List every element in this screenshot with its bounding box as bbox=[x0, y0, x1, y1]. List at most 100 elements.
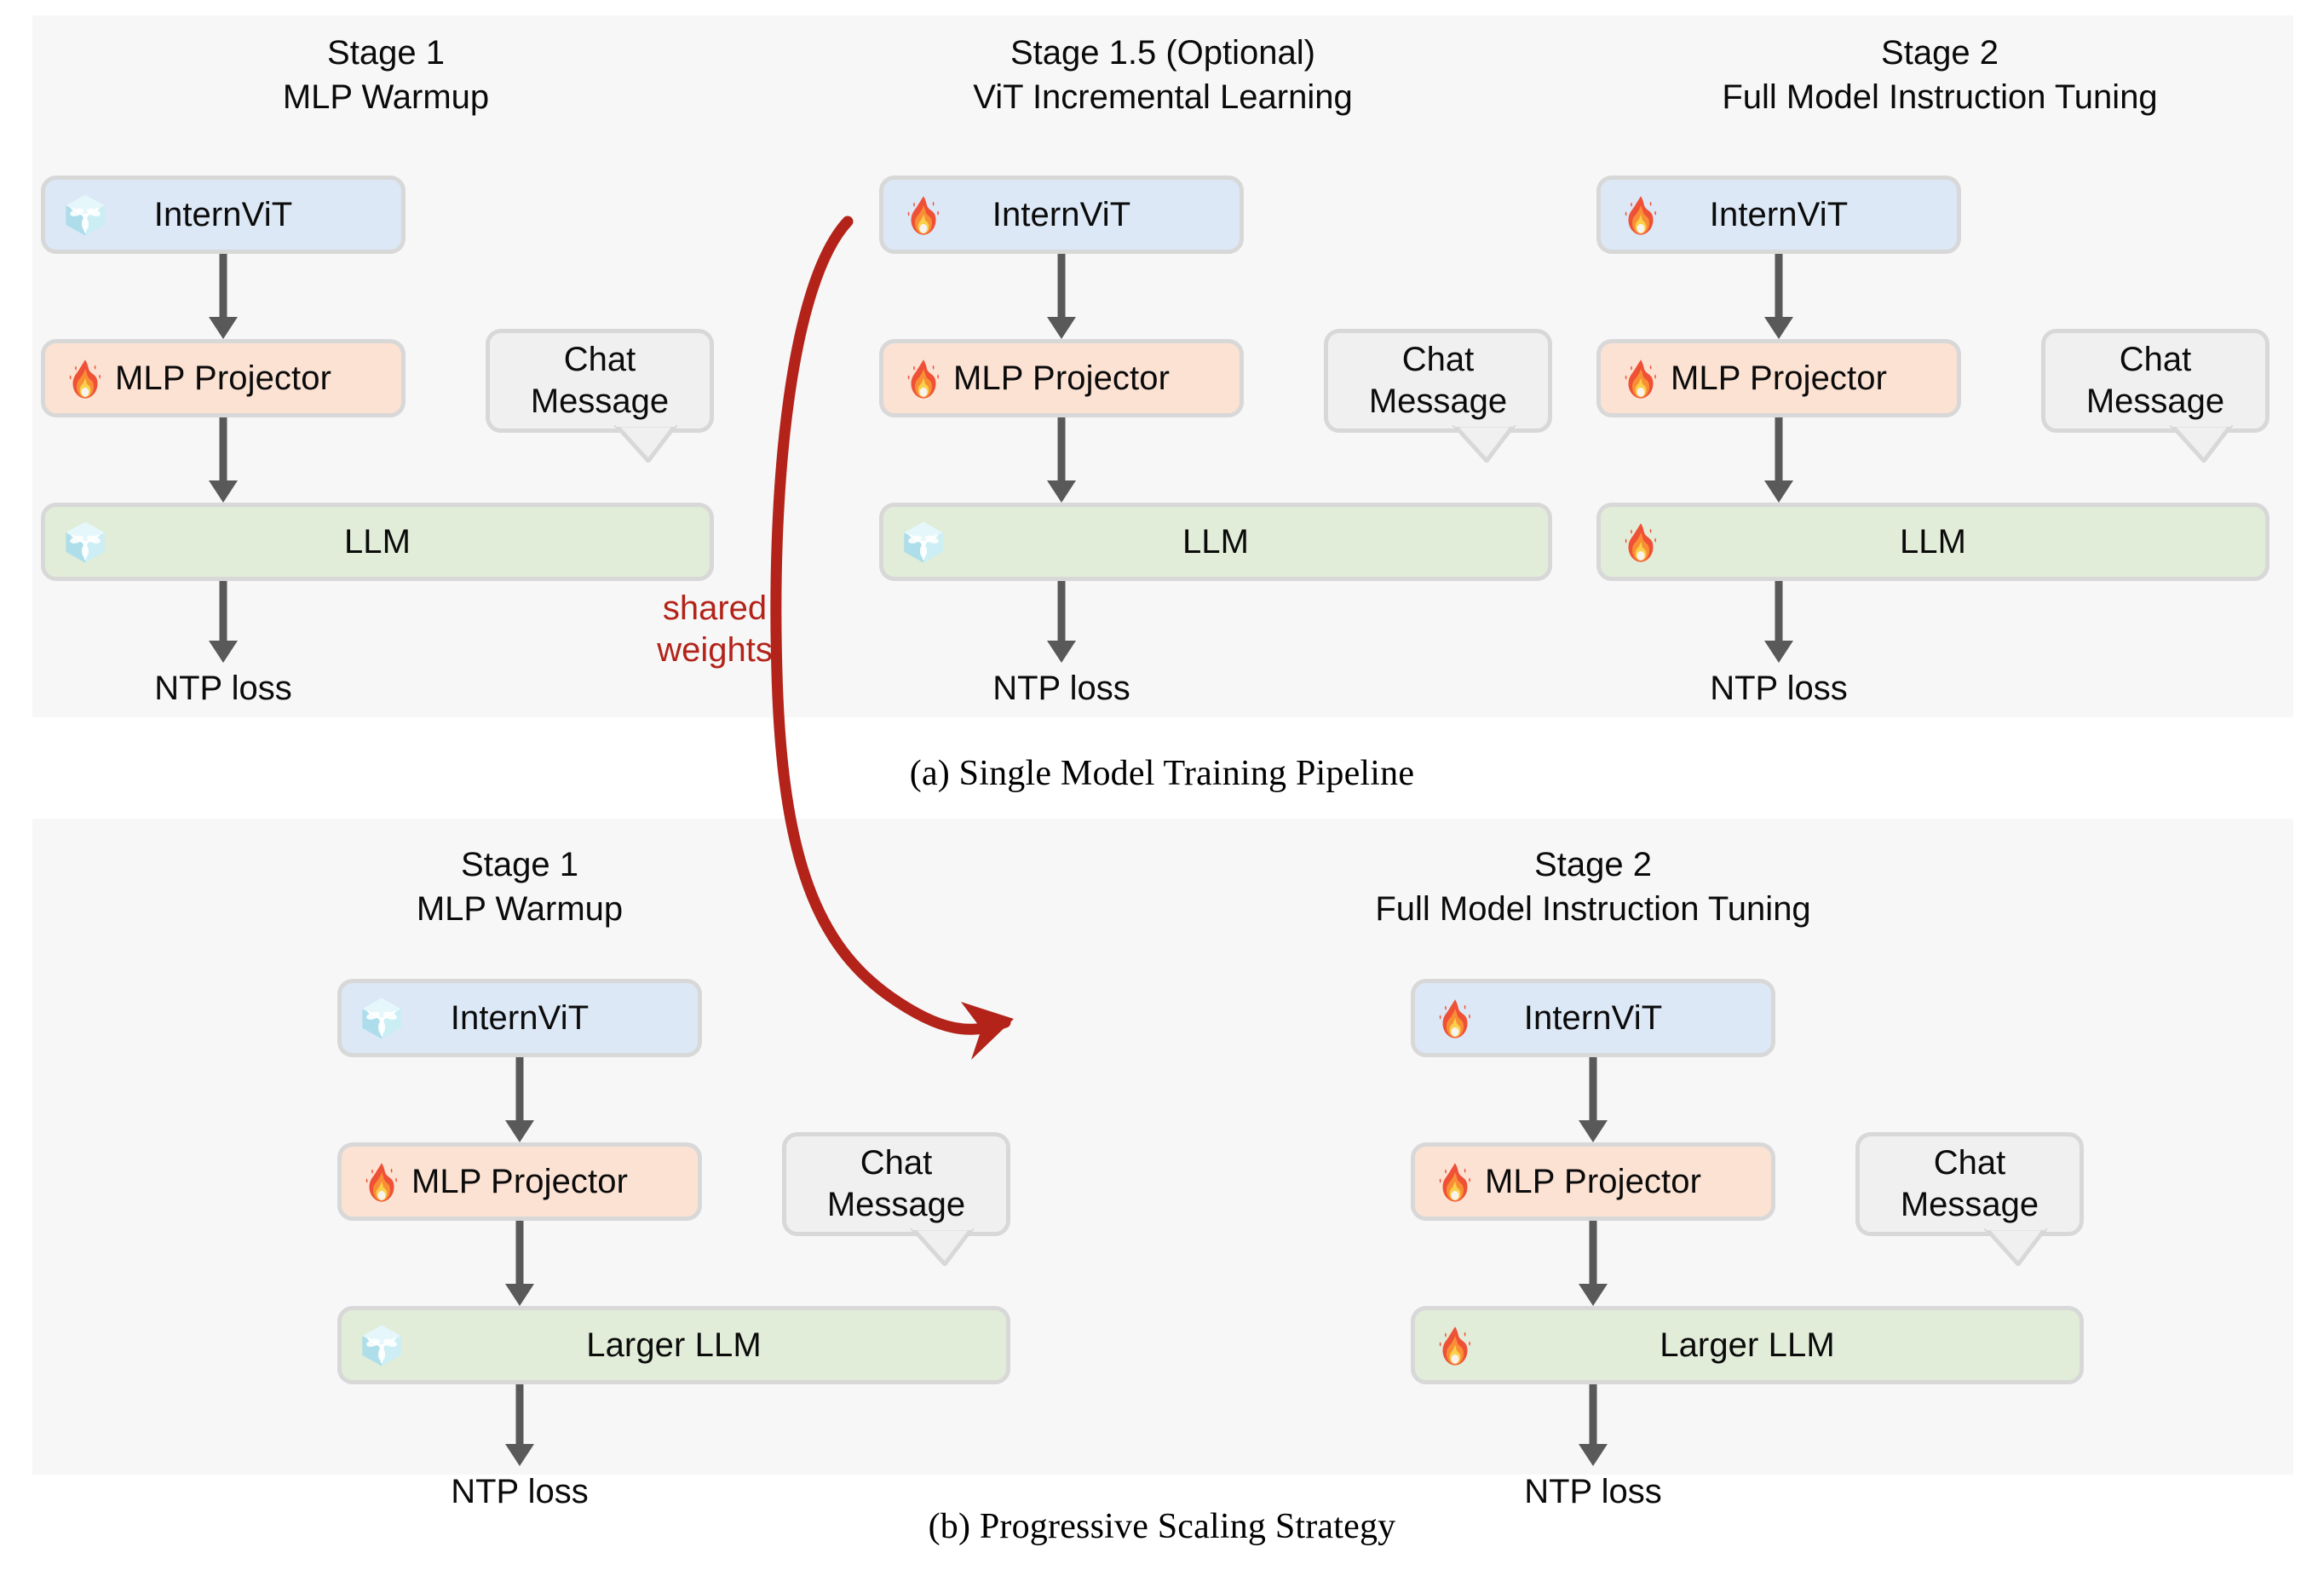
stage-column-b2: Stage 2 Full Model Instruction Tuning In… bbox=[1370, 819, 2084, 1510]
column-title-line2: ViT Incremental Learning bbox=[973, 78, 1353, 116]
chat-line2: Message bbox=[1900, 1186, 2039, 1223]
module-box-internvit[interactable]: InternViT bbox=[1411, 979, 1775, 1057]
fire-icon bbox=[1616, 517, 1665, 567]
fire-icon bbox=[899, 190, 948, 239]
fire-icon bbox=[1430, 1320, 1480, 1370]
chat-message-bubble: Chat Message bbox=[782, 1132, 1010, 1266]
fire-icon bbox=[1616, 190, 1665, 239]
flow-arrow-mlp-to-llm bbox=[1411, 1221, 1775, 1306]
flow-arrow-mlp-to-llm bbox=[337, 1221, 702, 1306]
column-title-line2: MLP Warmup bbox=[282, 78, 490, 116]
column-title-line1: Stage 2 bbox=[1881, 34, 1999, 72]
chat-message-bubble: Chat Message bbox=[1324, 329, 1552, 463]
chat-line2: Message bbox=[1368, 382, 1508, 420]
chat-message-text: Chat Message bbox=[1901, 1142, 2039, 1226]
column-title-b2: Stage 2 Full Model Instruction Tuning bbox=[1375, 843, 1810, 931]
flow-arrow-llm-to-loss bbox=[337, 1384, 702, 1466]
module-box-internvit[interactable]: InternViT bbox=[1596, 175, 1961, 254]
chat-message-bubble: Chat Message bbox=[486, 329, 714, 463]
fire-icon bbox=[357, 1157, 406, 1206]
module-box-larger-llm[interactable]: Larger LLM bbox=[1411, 1306, 2084, 1384]
column-title-a3: Stage 2 Full Model Instruction Tuning bbox=[1722, 31, 2157, 119]
frozen-snowflake-cube-icon bbox=[60, 190, 110, 239]
flow-arrow-llm-to-loss bbox=[1411, 1384, 1775, 1466]
module-label: LLM bbox=[1182, 522, 1250, 561]
ntp-loss-label: NTP loss bbox=[1524, 1473, 1662, 1510]
flow-arrow-mlp-to-llm bbox=[879, 417, 1244, 503]
module-box-larger-llm[interactable]: Larger LLM bbox=[337, 1306, 1010, 1384]
frozen-snowflake-cube-icon bbox=[357, 1320, 406, 1370]
chat-line1: Chat bbox=[563, 341, 636, 379]
chat-message-bubble: Chat Message bbox=[2041, 329, 2269, 463]
module-box-llm[interactable]: LLM bbox=[1596, 503, 2269, 581]
panel-a-caption: (a) Single Model Training Pipeline bbox=[909, 754, 1415, 793]
column-title-line1: Stage 1 bbox=[327, 34, 445, 72]
module-box-mlp-projector[interactable]: MLP Projector bbox=[879, 339, 1244, 417]
module-box-internvit[interactable]: InternViT bbox=[41, 175, 406, 254]
chat-line2: Message bbox=[2085, 382, 2225, 420]
column-title-line1: Stage 1.5 (Optional) bbox=[1010, 34, 1315, 72]
shared-weights-line2: weights bbox=[657, 630, 773, 669]
flow-arrow-llm-to-loss bbox=[1596, 581, 1961, 663]
module-label: Larger LLM bbox=[586, 1326, 762, 1364]
module-box-internvit[interactable]: InternViT bbox=[879, 175, 1244, 254]
fire-icon bbox=[899, 354, 948, 403]
chat-message-text: Chat Message bbox=[1369, 339, 1507, 423]
speech-bubble-tail-icon bbox=[614, 425, 677, 463]
chat-line2: Message bbox=[530, 382, 670, 420]
chat-message-text: Chat Message bbox=[2086, 339, 2224, 423]
frozen-snowflake-cube-icon bbox=[357, 993, 406, 1043]
chat-line1: Chat bbox=[1401, 341, 1475, 379]
fire-icon bbox=[1616, 354, 1665, 403]
fire-icon bbox=[60, 354, 110, 403]
panel-b-caption: (b) Progressive Scaling Strategy bbox=[928, 1507, 1396, 1546]
ntp-loss-label: NTP loss bbox=[1710, 670, 1848, 707]
fire-icon bbox=[1430, 993, 1480, 1043]
module-box-llm[interactable]: LLM bbox=[41, 503, 714, 581]
chat-message-bubble: Chat Message bbox=[1855, 1132, 2084, 1266]
flow-arrow-vit-to-mlp bbox=[337, 1057, 702, 1142]
panel-single-model-training-pipeline: Stage 1 MLP Warmup InternViT MLP Project… bbox=[32, 15, 2293, 717]
column-title-b1: Stage 1 MLP Warmup bbox=[417, 843, 623, 931]
ntp-loss-label: NTP loss bbox=[154, 670, 292, 707]
speech-bubble-tail-icon bbox=[1984, 1228, 2047, 1266]
module-label: LLM bbox=[1899, 522, 1967, 561]
speech-bubble-tail-icon bbox=[911, 1228, 974, 1266]
chat-line1: Chat bbox=[1933, 1144, 2006, 1182]
module-box-mlp-projector[interactable]: MLP Projector bbox=[41, 339, 406, 417]
module-box-mlp-projector[interactable]: MLP Projector bbox=[337, 1142, 702, 1221]
flow-arrow-vit-to-mlp bbox=[41, 254, 406, 339]
module-box-mlp-projector[interactable]: MLP Projector bbox=[1596, 339, 1961, 417]
column-title-a2: Stage 1.5 (Optional) ViT Incremental Lea… bbox=[973, 31, 1352, 119]
module-box-internvit[interactable]: InternViT bbox=[337, 979, 702, 1057]
frozen-snowflake-cube-icon bbox=[899, 517, 948, 567]
flow-arrow-mlp-to-llm bbox=[41, 417, 406, 503]
ntp-loss-label: NTP loss bbox=[992, 670, 1130, 707]
shared-weights-line1: shared bbox=[662, 590, 768, 627]
frozen-snowflake-cube-icon bbox=[60, 517, 110, 567]
module-box-mlp-projector[interactable]: MLP Projector bbox=[1411, 1142, 1775, 1221]
column-title-a1: Stage 1 MLP Warmup bbox=[283, 31, 489, 119]
flow-arrow-mlp-to-llm bbox=[1596, 417, 1961, 503]
flow-arrow-vit-to-mlp bbox=[879, 254, 1244, 339]
chat-message-text: Chat Message bbox=[531, 339, 669, 423]
column-title-line1: Stage 2 bbox=[1534, 846, 1652, 883]
module-label: Larger LLM bbox=[1660, 1326, 1835, 1364]
chat-line1: Chat bbox=[2119, 341, 2192, 379]
column-title-line2: Full Model Instruction Tuning bbox=[1375, 890, 1811, 928]
chat-line1: Chat bbox=[860, 1144, 933, 1182]
flow-arrow-llm-to-loss bbox=[879, 581, 1244, 663]
stage-column-b1: Stage 1 MLP Warmup InternViT MLP Project… bbox=[296, 819, 1010, 1510]
speech-bubble-tail-icon bbox=[1452, 425, 1516, 463]
column-title-line1: Stage 1 bbox=[461, 846, 578, 883]
chat-line2: Message bbox=[826, 1186, 966, 1223]
column-title-line2: MLP Warmup bbox=[416, 890, 624, 928]
column-title-line2: Full Model Instruction Tuning bbox=[1722, 78, 2158, 116]
module-box-llm[interactable]: LLM bbox=[879, 503, 1552, 581]
panel-progressive-scaling-strategy: Stage 1 MLP Warmup InternViT MLP Project… bbox=[32, 819, 2293, 1510]
flow-arrow-vit-to-mlp bbox=[1411, 1057, 1775, 1142]
flow-arrow-llm-to-loss bbox=[41, 581, 406, 663]
flow-arrow-vit-to-mlp bbox=[1596, 254, 1961, 339]
speech-bubble-tail-icon bbox=[2170, 425, 2233, 463]
